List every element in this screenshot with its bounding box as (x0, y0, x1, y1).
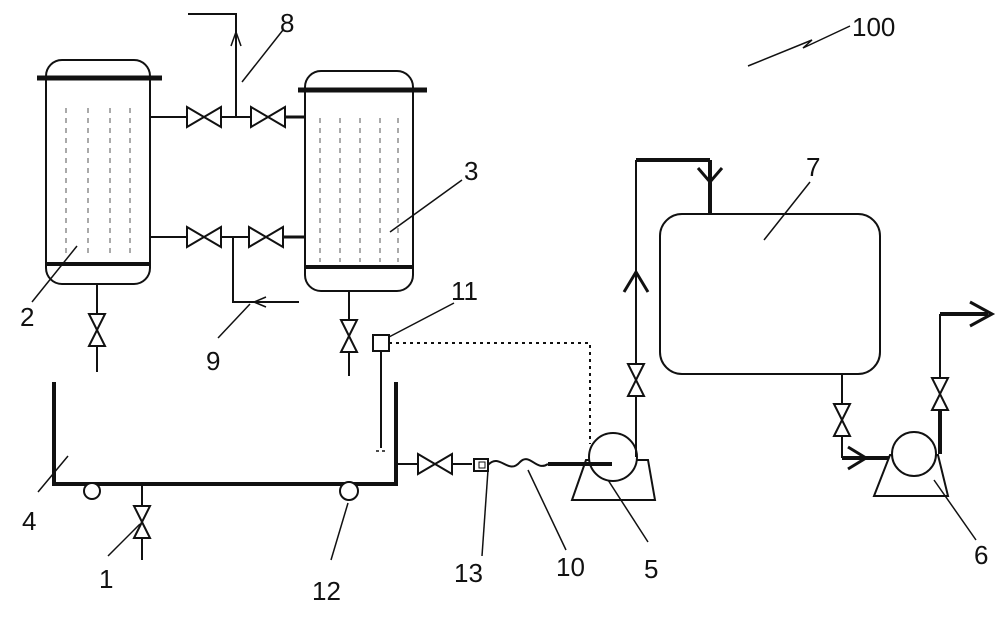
valve-column-3-drain (340, 319, 358, 353)
label-13: 13 (454, 558, 483, 588)
level-sensor-11 (372, 334, 591, 452)
label-11: 11 (451, 276, 478, 306)
tank-4 (52, 382, 398, 560)
tank-7 (659, 213, 881, 375)
label-100: 100 (852, 12, 895, 42)
label-6: 6 (974, 540, 988, 570)
label-10: 10 (556, 552, 585, 582)
label-4: 4 (22, 506, 36, 536)
valve-pump-5-discharge (627, 363, 645, 397)
valve-lower-right (248, 226, 284, 248)
inlet-arrow-icon (252, 296, 267, 308)
outflow-arrow-icon (969, 300, 996, 328)
label-9: 9 (206, 346, 220, 376)
valve-upper-left (186, 106, 222, 128)
column-3 (298, 70, 427, 292)
valve-lower-left (186, 226, 222, 248)
valve-column-2-drain (88, 313, 106, 347)
wheel-left (83, 482, 101, 500)
label-2: 2 (20, 302, 34, 332)
vent-line-8 (188, 13, 237, 117)
signal-line (389, 342, 591, 444)
upper-connection-line (150, 13, 305, 128)
column-2-drain (88, 284, 106, 372)
label-5: 5 (644, 554, 658, 584)
leader-lines (31, 25, 977, 561)
label-1: 1 (99, 564, 113, 594)
column-2 (37, 59, 162, 285)
label-12: 12 (312, 576, 341, 606)
pump-5 (548, 158, 724, 501)
labels: 1 2 3 4 5 6 7 8 9 10 11 12 13 100 (20, 8, 988, 606)
flow-right-arrow-icon (847, 445, 869, 471)
inlet-line-9 (232, 237, 299, 303)
hose-10 (487, 458, 549, 468)
valve-tank-7-outlet (833, 403, 851, 437)
inflow-arrow-icon (696, 167, 724, 185)
label-7: 7 (806, 152, 820, 182)
wheel-12 (339, 481, 359, 501)
valve-tank-outlet (417, 453, 453, 475)
label-8: 8 (280, 8, 294, 38)
flow-up-arrow-icon (622, 269, 650, 293)
column-3-drain (340, 291, 358, 376)
valve-pump-6-discharge (931, 377, 949, 411)
pump-6 (833, 300, 996, 497)
lower-connection-line (150, 226, 305, 308)
vent-arrow-icon (230, 29, 242, 47)
label-3: 3 (464, 156, 478, 186)
valve-1 (133, 505, 151, 539)
valve-upper-right (250, 106, 286, 128)
tank-outlet-line (396, 453, 549, 475)
